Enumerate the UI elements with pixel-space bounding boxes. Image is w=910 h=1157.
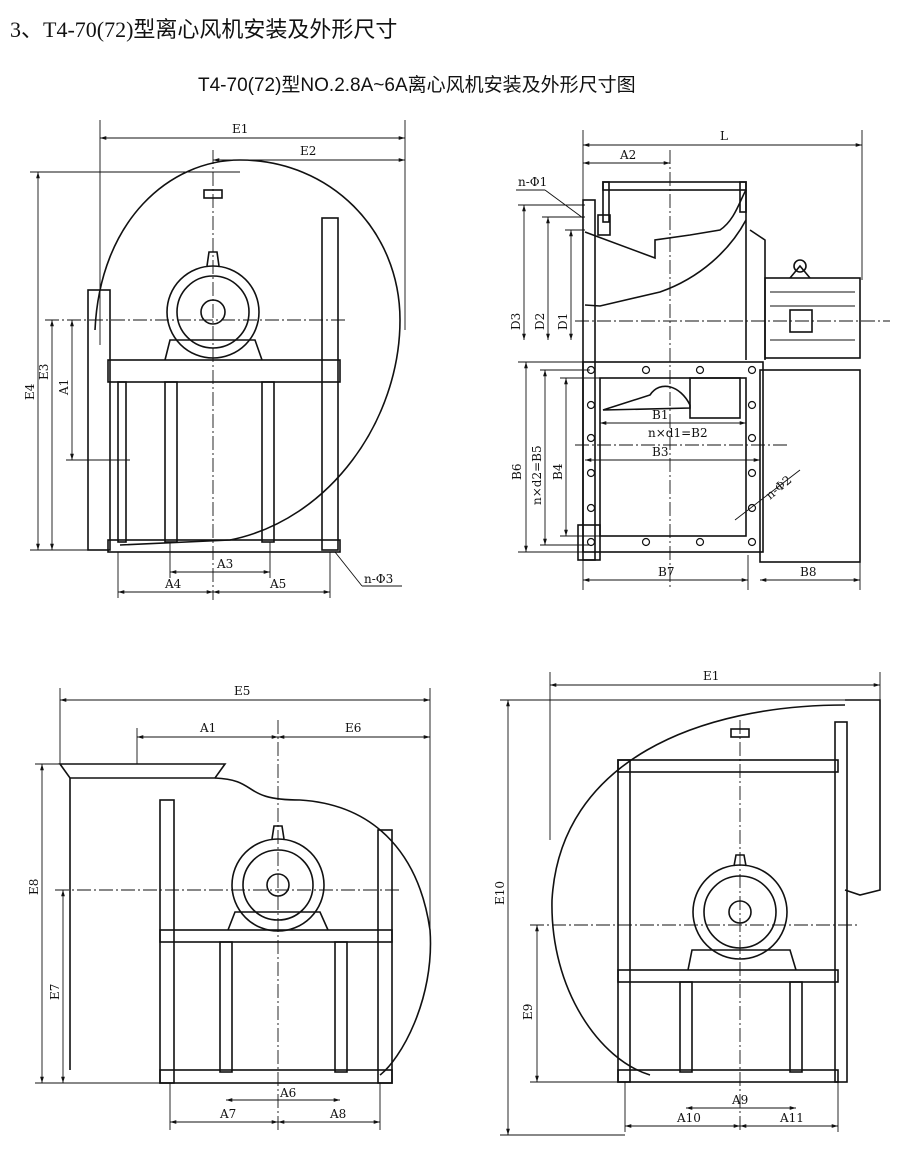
dim-E6: E6 [345, 721, 361, 735]
dim-E8: E8 [27, 879, 41, 895]
label-n-phi3: n-Φ3 [364, 572, 393, 586]
front-view-bottom-right: E1 E10 E9 A9 A10 A11 [493, 669, 881, 1136]
dim-A5: A5 [269, 577, 286, 591]
dim-D3: D3 [509, 313, 523, 330]
dim-D1: D1 [556, 313, 570, 330]
outlet-flange [582, 361, 764, 553]
drawing-title: T4-70(72)型NO.2.8A~6A离心风机安装及外形尺寸图 [198, 75, 636, 96]
label-n-phi2: n-Φ2 [763, 473, 794, 503]
dim-B3: B3 [652, 445, 668, 459]
right-post [321, 217, 339, 551]
dim-E9: E9 [521, 1004, 535, 1020]
inlet-top [602, 181, 747, 191]
dim-E1-bottom: E1 [703, 669, 719, 683]
section-title: 3、T4-70(72)型离心风机安装及外形尺寸 [10, 17, 398, 42]
dim-E7: E7 [48, 984, 62, 1000]
dim-A11: A11 [779, 1111, 804, 1125]
dim-A6: A6 [279, 1086, 296, 1100]
side-view-top-right: L A2 n-Φ1 D3 D2 D1 B6 n×d2=B5 B4 B1 n×d1… [509, 129, 890, 590]
dim-A4: A4 [164, 577, 182, 591]
dim-B1: B1 [652, 408, 668, 422]
front-view-top-left: E1 E2 E4 E3 A1 A3 A4 A5 n-Φ3 [23, 120, 406, 600]
dim-B6: B6 [510, 464, 524, 480]
dim-B4: B4 [551, 463, 565, 480]
motor-base [759, 369, 861, 563]
dim-E4: E4 [23, 383, 37, 400]
base-bottom [107, 539, 341, 553]
motor-body [764, 277, 861, 359]
inlet-flange [58, 763, 227, 779]
dim-A9: A9 [731, 1093, 748, 1107]
dim-D2: D2 [533, 313, 547, 330]
dim-L: L [720, 129, 728, 143]
dim-A1: A1 [57, 379, 71, 396]
dim-E2: E2 [300, 144, 316, 158]
dim-B2: n×d1=B2 [648, 426, 708, 440]
front-view-bottom-left: E5 A1 E6 E8 E7 A6 A7 A8 [27, 684, 432, 1130]
dim-A10: A10 [676, 1111, 701, 1125]
dim-E3: E3 [37, 364, 51, 380]
dim-B7: B7 [658, 565, 674, 579]
dim-B8: B8 [800, 565, 816, 579]
dim-A3: A3 [216, 557, 233, 571]
dim-E5: E5 [234, 684, 250, 698]
scroll-casing [94, 159, 401, 546]
outlet-flange [844, 699, 881, 896]
dim-A2: A2 [619, 148, 636, 162]
dim-E1: E1 [232, 122, 248, 136]
dim-A1-bottom: A1 [199, 721, 216, 735]
dim-A8: A8 [329, 1107, 346, 1121]
dim-E10: E10 [493, 881, 507, 905]
base-beam [107, 359, 341, 383]
dim-A7: A7 [219, 1107, 236, 1121]
dim-B5: n×d2=B5 [530, 445, 544, 505]
outlet-flange [87, 289, 111, 551]
label-n-phi1: n-Φ1 [518, 175, 547, 189]
